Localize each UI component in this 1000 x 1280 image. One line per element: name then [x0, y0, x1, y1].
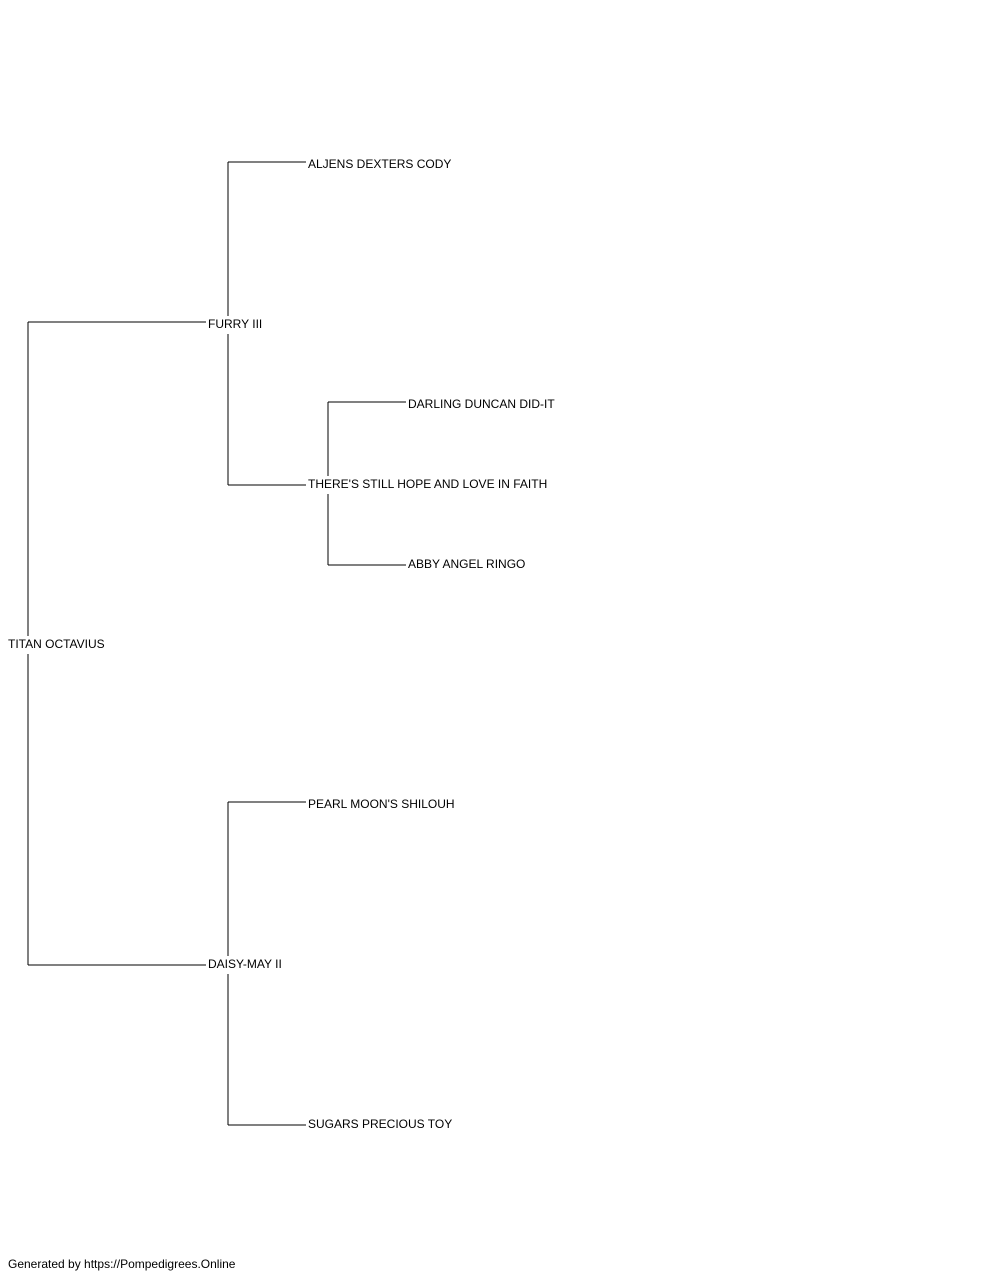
node-sire-dam-name: THERE'S STILL HOPE AND LOVE IN FAITH — [308, 477, 547, 491]
node-dam-sire-name: PEARL MOON'S SHILOUH — [308, 797, 455, 811]
node-dam-dam-name: SUGARS PRECIOUS TOY — [308, 1117, 452, 1131]
node-sire-name: FURRY III — [208, 317, 262, 331]
node-sire-dam-dam-name: ABBY ANGEL RINGO — [408, 557, 525, 571]
node-sire-dam-sire-name: DARLING DUNCAN DID-IT — [408, 397, 555, 411]
node-root-name: TITAN OCTAVIUS — [8, 637, 105, 651]
generated-by-footer: Generated by https://Pompedigrees.Online — [8, 1257, 236, 1271]
node-dam-name: DAISY-MAY II — [208, 957, 282, 971]
node-sire-sire-name: ALJENS DEXTERS CODY — [308, 157, 451, 171]
